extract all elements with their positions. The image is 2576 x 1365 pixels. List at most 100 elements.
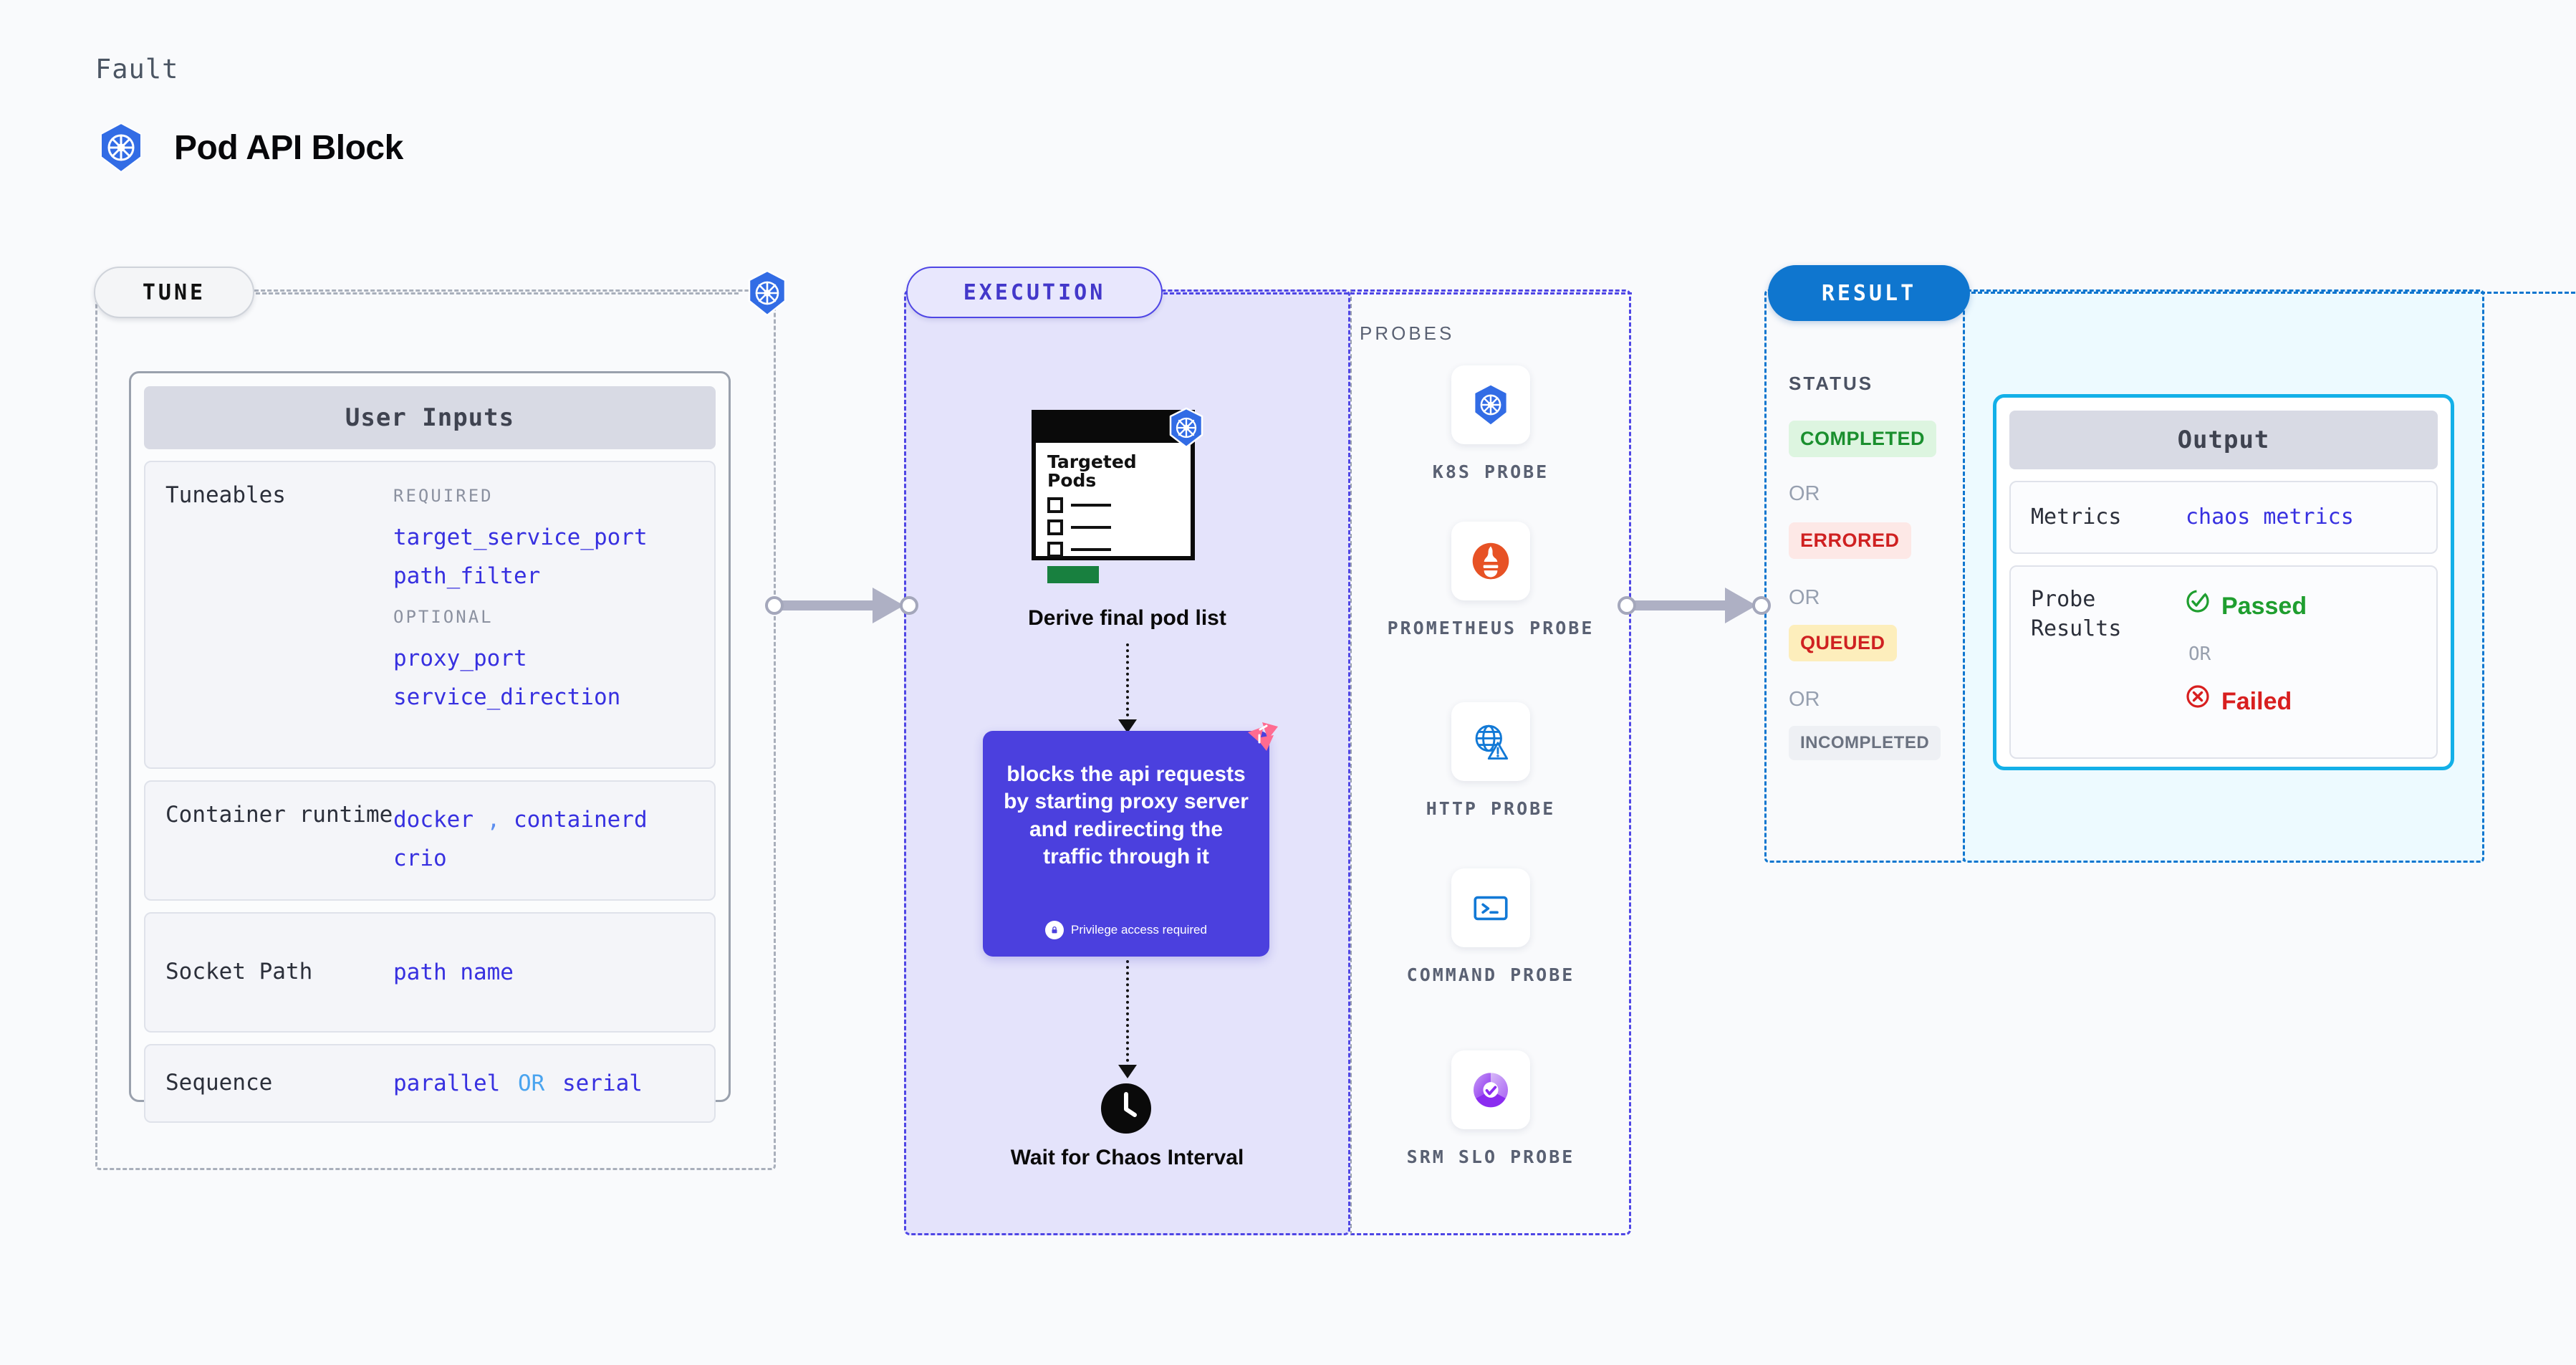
output-card: Output Metrics chaos metrics Probe Resul… xyxy=(1993,394,2454,770)
probe-label: HTTP PROBE xyxy=(1426,798,1556,819)
container-runtime-label: Container runtime xyxy=(165,802,393,828)
container-runtime-values: docker , containerd crio xyxy=(393,800,694,878)
probe-label: COMMAND PROBE xyxy=(1406,964,1575,985)
execution-stage-pill[interactable]: EXECUTION xyxy=(906,267,1163,318)
status-title: STATUS xyxy=(1789,373,1874,394)
sequence-row: Sequence parallel OR serial xyxy=(144,1044,716,1123)
tuneable-target-service-port[interactable]: target_service_port xyxy=(393,525,648,550)
kubernetes-icon xyxy=(744,269,791,317)
targeted-pods-title: Targeted Pods xyxy=(1047,451,1137,492)
probe-item-command[interactable]: COMMAND PROBE xyxy=(1350,868,1631,987)
list-line xyxy=(1071,503,1111,507)
tuneables-row: Tuneables REQUIRED target_service_port p… xyxy=(144,461,716,769)
probe-item-prometheus[interactable]: PROMETHEUS PROBE xyxy=(1350,522,1631,641)
output-title: Output xyxy=(2009,411,2438,469)
probe-item-srm-slo[interactable]: SRM SLO PROBE xyxy=(1350,1050,1631,1169)
probe-results-values: Passed OR Failed xyxy=(2186,585,2416,724)
passed-label: Passed xyxy=(2221,593,2307,620)
checkbox-icon xyxy=(1047,541,1063,557)
flow-arrow-icon xyxy=(1118,719,1137,733)
check-circle-icon xyxy=(2186,588,2210,626)
fault-title-row: Pod API Block xyxy=(95,122,403,173)
kubernetes-icon xyxy=(1451,365,1530,444)
execution-top-dash xyxy=(1163,292,1632,294)
status-badge-incompleted: INCOMPLETED xyxy=(1789,726,1941,760)
slo-donut-check-icon xyxy=(1451,1050,1530,1129)
kubernetes-icon xyxy=(95,122,147,173)
kubernetes-icon xyxy=(1166,407,1207,449)
green-status-bar xyxy=(1047,565,1099,583)
sequence-serial[interactable]: serial xyxy=(562,1070,643,1096)
user-inputs-title: User Inputs xyxy=(144,386,716,449)
probe-item-k8s[interactable]: K8S PROBE xyxy=(1350,365,1631,484)
checkbox-icon xyxy=(1047,497,1063,513)
page-title: Pod API Block xyxy=(174,128,403,167)
result-top-dash xyxy=(1971,292,2576,294)
probe-label: PROMETHEUS PROBE xyxy=(1387,618,1595,638)
derive-pod-list-label: Derive final pod list xyxy=(1028,606,1226,630)
probe-results-row: Probe Results Passed OR xyxy=(2009,565,2438,759)
metrics-row: Metrics chaos metrics xyxy=(2009,481,2438,554)
user-inputs-card: User Inputs Tuneables REQUIRED target_se… xyxy=(129,371,731,1123)
fault-description-text: blocks the api requests by starting prox… xyxy=(1004,762,1249,869)
probe-label: K8S PROBE xyxy=(1432,461,1549,482)
probe-results-label: Probe Results xyxy=(2031,587,2122,641)
tuneable-proxy-port[interactable]: proxy_port xyxy=(393,645,527,671)
clock-icon xyxy=(1100,1082,1153,1135)
lock-icon xyxy=(1045,921,1064,939)
x-circle-icon xyxy=(2186,684,2210,722)
metrics-value[interactable]: chaos metrics xyxy=(2186,504,2354,530)
result-status-container xyxy=(1764,289,1965,863)
tuneable-path-filter[interactable]: path_filter xyxy=(393,563,541,590)
tune-stage-container xyxy=(95,289,776,1170)
tune-stage-pill[interactable]: TUNE xyxy=(94,267,254,318)
socket-path-row: Socket Path path name xyxy=(144,912,716,1033)
probe-results-or-label: OR xyxy=(2188,643,2211,665)
status-or-label: OR xyxy=(1789,586,1820,609)
runtime-crio[interactable]: crio xyxy=(393,846,447,872)
fault-description-card: blocks the api requests by starting prox… xyxy=(983,722,1278,957)
sequence-values: parallel OR serial xyxy=(393,1064,694,1103)
tuneables-label: Tuneables xyxy=(165,482,286,508)
probes-title: PROBES xyxy=(1360,322,1455,344)
metrics-label: Metrics xyxy=(2031,504,2122,530)
status-or-label: OR xyxy=(1789,688,1820,711)
pods-checkbox-row xyxy=(1047,541,1179,557)
sequence-separator: OR xyxy=(517,1070,545,1096)
status-or-label: OR xyxy=(1789,482,1820,505)
runtime-docker[interactable]: docker xyxy=(393,807,474,833)
litmus-chaos-icon xyxy=(1235,719,1281,765)
runtime-separator: , xyxy=(486,807,501,833)
optional-tag: OPTIONAL xyxy=(393,606,494,627)
socket-path-label: Socket Path xyxy=(165,959,313,985)
required-tag: REQUIRED xyxy=(393,486,494,506)
result-stage-pill[interactable]: RESULT xyxy=(1768,265,1970,321)
privilege-note: Privilege access required xyxy=(1045,921,1207,939)
status-badge-queued: QUEUED xyxy=(1789,625,1897,661)
list-line xyxy=(1071,547,1111,551)
flow-connector-dash xyxy=(1126,960,1129,1068)
terminal-icon xyxy=(1451,868,1530,947)
probe-result-passed: Passed xyxy=(2186,585,2416,628)
probe-item-http[interactable]: HTTP PROBE xyxy=(1350,702,1631,821)
tune-top-dash xyxy=(256,292,739,294)
wait-for-chaos-interval-label: Wait for Chaos Interval xyxy=(1010,1146,1244,1169)
globe-warning-icon xyxy=(1451,702,1530,781)
pods-card-titlebar xyxy=(1036,414,1191,443)
flow-arrow-icon xyxy=(1118,1065,1137,1078)
status-badge-errored: ERRORED xyxy=(1789,522,1911,559)
fault-kicker: Fault xyxy=(95,54,179,85)
probe-result-failed: Failed xyxy=(2186,681,2416,724)
failed-label: Failed xyxy=(2221,688,2292,715)
connector-tune-to-execution xyxy=(765,588,918,623)
privilege-note-text: Privilege access required xyxy=(1071,923,1207,937)
sequence-label: Sequence xyxy=(165,1070,273,1096)
runtime-containerd[interactable]: containerd xyxy=(514,807,648,833)
checkbox-icon xyxy=(1047,519,1063,535)
probe-label: SRM SLO PROBE xyxy=(1406,1146,1575,1167)
tuneable-service-direction[interactable]: service_direction xyxy=(393,684,621,710)
sequence-parallel[interactable]: parallel xyxy=(393,1070,501,1096)
socket-path-value[interactable]: path name xyxy=(393,959,514,985)
pods-checkbox-row xyxy=(1047,497,1179,513)
container-runtime-row: Container runtime docker , containerd cr… xyxy=(144,780,716,901)
